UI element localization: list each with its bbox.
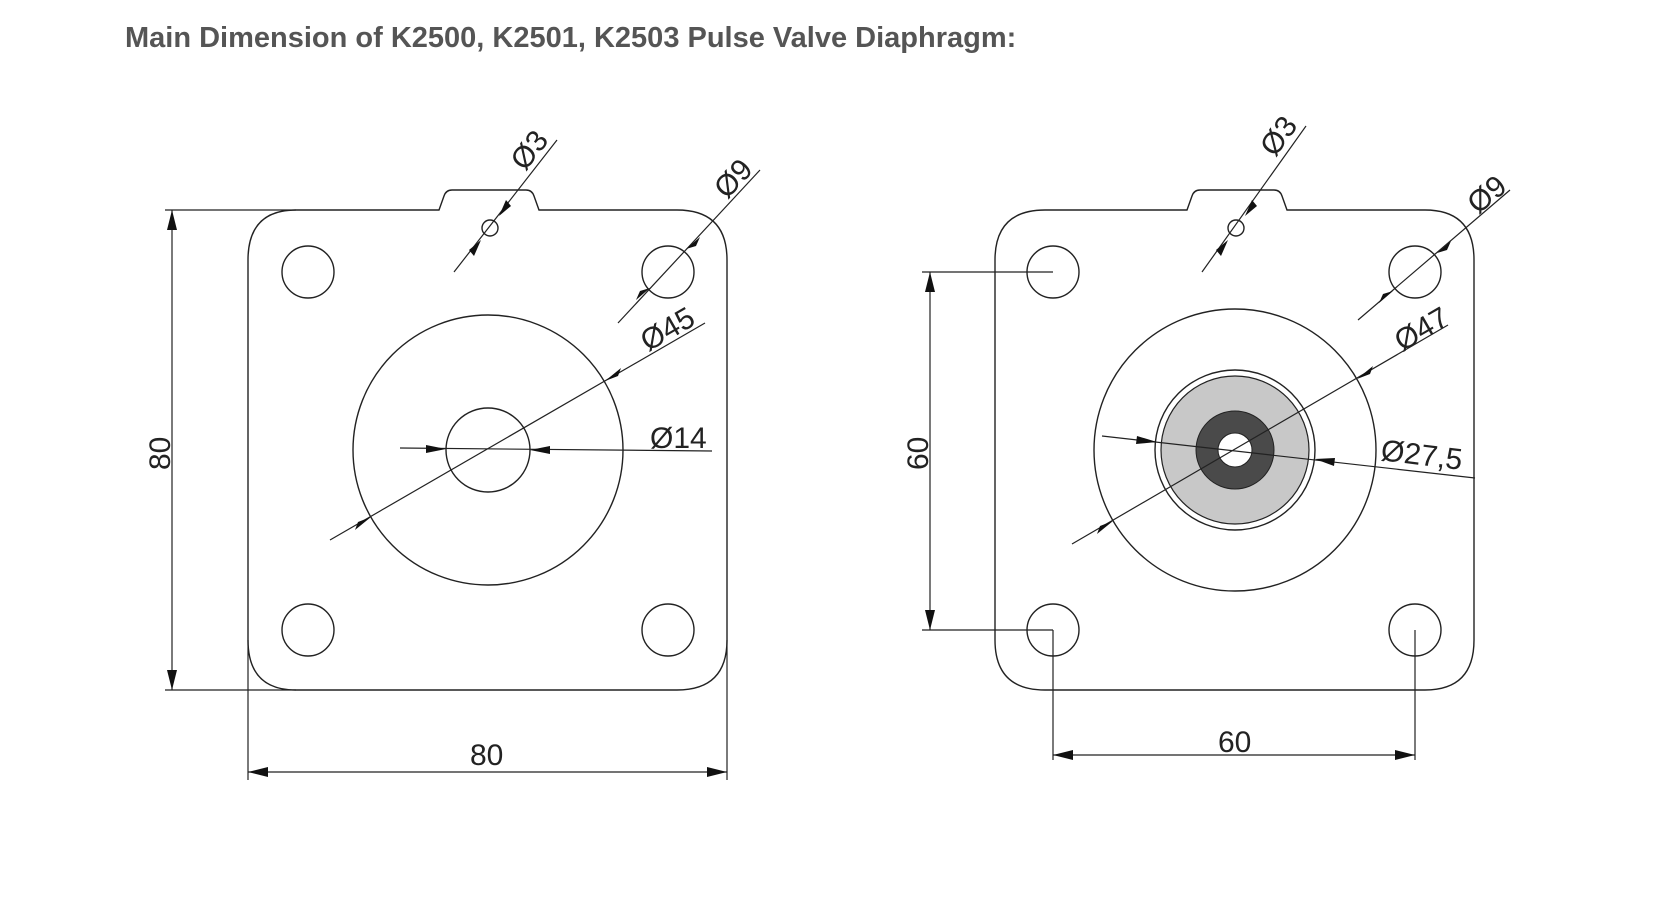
left-bolt-hole-br [641, 603, 695, 657]
left-center-hole [445, 407, 531, 493]
right-boss-outer-ring [1154, 369, 1316, 531]
left-diaphragm-label: Ø45 [635, 301, 701, 358]
left-bolt-hole-label: Ø9 [708, 153, 759, 205]
left-diaphragm-drawing: Ø3 Ø9 Ø45 Ø14 80 80 [144, 124, 761, 780]
left-height-label: 80 [144, 437, 177, 470]
right-boss-label: Ø27,5 [1379, 434, 1464, 477]
right-pin-hole [1227, 219, 1245, 237]
right-vertical-spacing-label: 60 [902, 437, 935, 470]
left-width-label: 80 [470, 739, 503, 772]
left-bolt-hole-bl [281, 603, 335, 657]
right-bolt-hole-label: Ø9 [1461, 169, 1513, 220]
right-diaphragm-circle [1093, 308, 1377, 592]
right-horizontal-spacing-label: 60 [1218, 726, 1251, 759]
left-bolt-hole-tl [281, 245, 335, 299]
right-diaphragm-label: Ø47 [1389, 301, 1455, 358]
right-pin-hole-label: Ø3 [1254, 110, 1304, 162]
page-title: Main Dimension of K2500, K2501, K2503 Pu… [125, 22, 1017, 54]
right-boss-center-hole [1217, 432, 1253, 468]
right-plate-outline [994, 189, 1475, 691]
left-pin-hole-label: Ø3 [505, 124, 556, 176]
left-pin-hole [481, 219, 499, 237]
left-bolt-hole-tr [641, 245, 695, 299]
left-center-hole-label: Ø14 [650, 422, 707, 455]
right-bolt-hole-tr [1388, 245, 1442, 299]
right-diaphragm-drawing: Ø3 Ø9 Ø47 Ø27,5 60 60 [902, 110, 1513, 760]
